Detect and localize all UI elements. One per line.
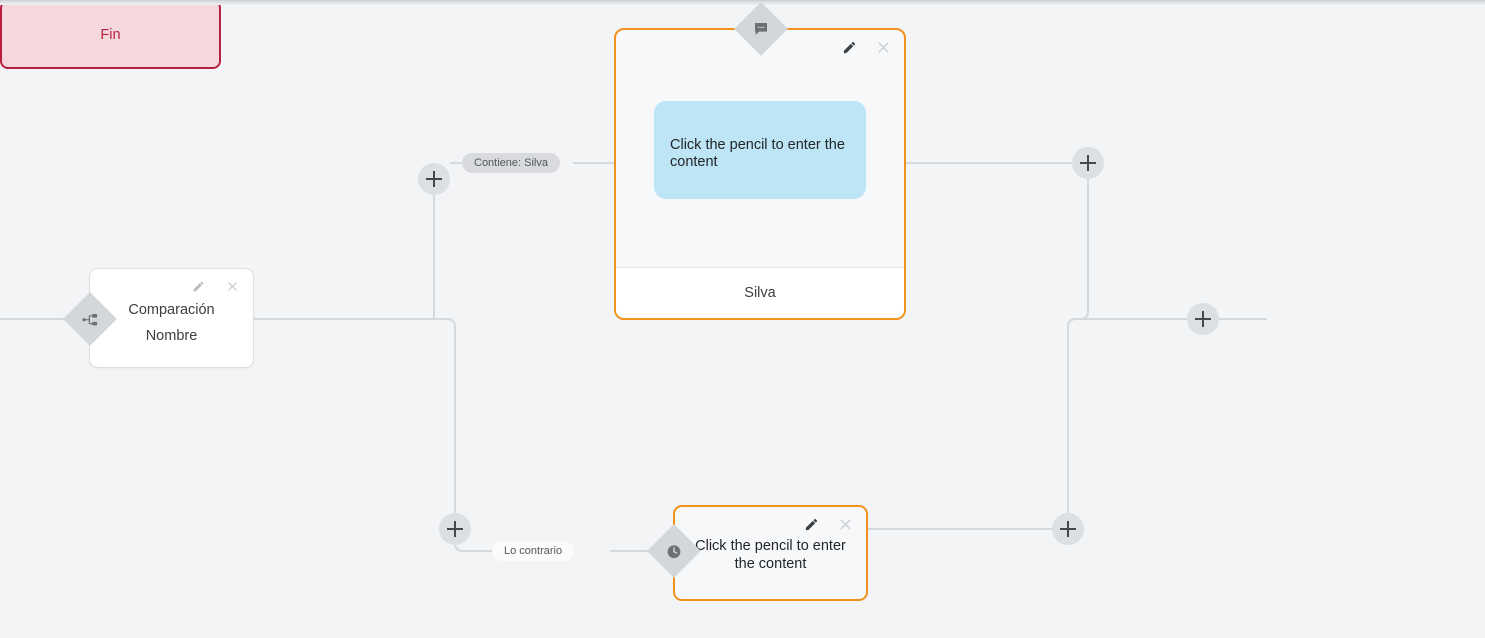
bottom-message-node-badge[interactable]	[647, 524, 701, 578]
comparison-node-title: Comparación	[128, 302, 215, 318]
add-step-after-bottom-card[interactable]	[1052, 513, 1084, 545]
edit-pencil-icon[interactable]	[189, 277, 207, 295]
window-top-edge	[0, 0, 1485, 5]
bottom-message-node-actions	[802, 515, 854, 533]
wire-false-branch-down	[434, 318, 456, 521]
edge-label-contains[interactable]: Contiene: Silva	[462, 153, 560, 173]
top-message-footer: Silva	[616, 267, 904, 318]
wire-merge-true-down	[1072, 179, 1089, 320]
top-message-node-actions	[840, 38, 892, 56]
close-icon[interactable]	[874, 38, 892, 56]
wire-merge-false-up	[1067, 318, 1080, 513]
close-icon[interactable]	[836, 515, 854, 533]
add-step-false-branch[interactable]	[439, 513, 471, 545]
edit-pencil-icon[interactable]	[802, 515, 820, 533]
chat-bubble-icon	[753, 21, 769, 37]
comparison-node-text: Comparación Nombre	[90, 297, 253, 349]
edge-label-otherwise[interactable]: Lo contrario	[492, 541, 575, 561]
add-step-after-top-card[interactable]	[1072, 147, 1104, 179]
wire-false-to-label	[454, 542, 492, 552]
comparison-node-badge[interactable]	[63, 292, 117, 346]
close-icon[interactable]	[223, 277, 241, 295]
comparison-node-actions	[189, 277, 241, 295]
top-message-node-badge[interactable]	[734, 2, 788, 56]
clock-icon	[666, 543, 683, 560]
bottom-message-node[interactable]: Click the pencil to enter the content	[673, 505, 868, 601]
add-step-true-branch[interactable]	[418, 163, 450, 195]
end-node-label: Fin	[100, 26, 121, 43]
bottom-message-text[interactable]: Click the pencil to enter the content	[695, 538, 846, 572]
add-step-before-end[interactable]	[1187, 303, 1219, 335]
message-bubble[interactable]: Click the pencil to enter the content	[654, 101, 866, 199]
edit-pencil-icon[interactable]	[840, 38, 858, 56]
comparison-node-subtitle: Nombre	[145, 328, 198, 344]
end-node[interactable]: Fin	[0, 0, 221, 69]
top-message-bubble-area: Click the pencil to enter the content	[616, 30, 904, 270]
branch-node-icon	[82, 311, 99, 328]
top-message-node[interactable]: Click the pencil to enter the content Si…	[614, 28, 906, 320]
